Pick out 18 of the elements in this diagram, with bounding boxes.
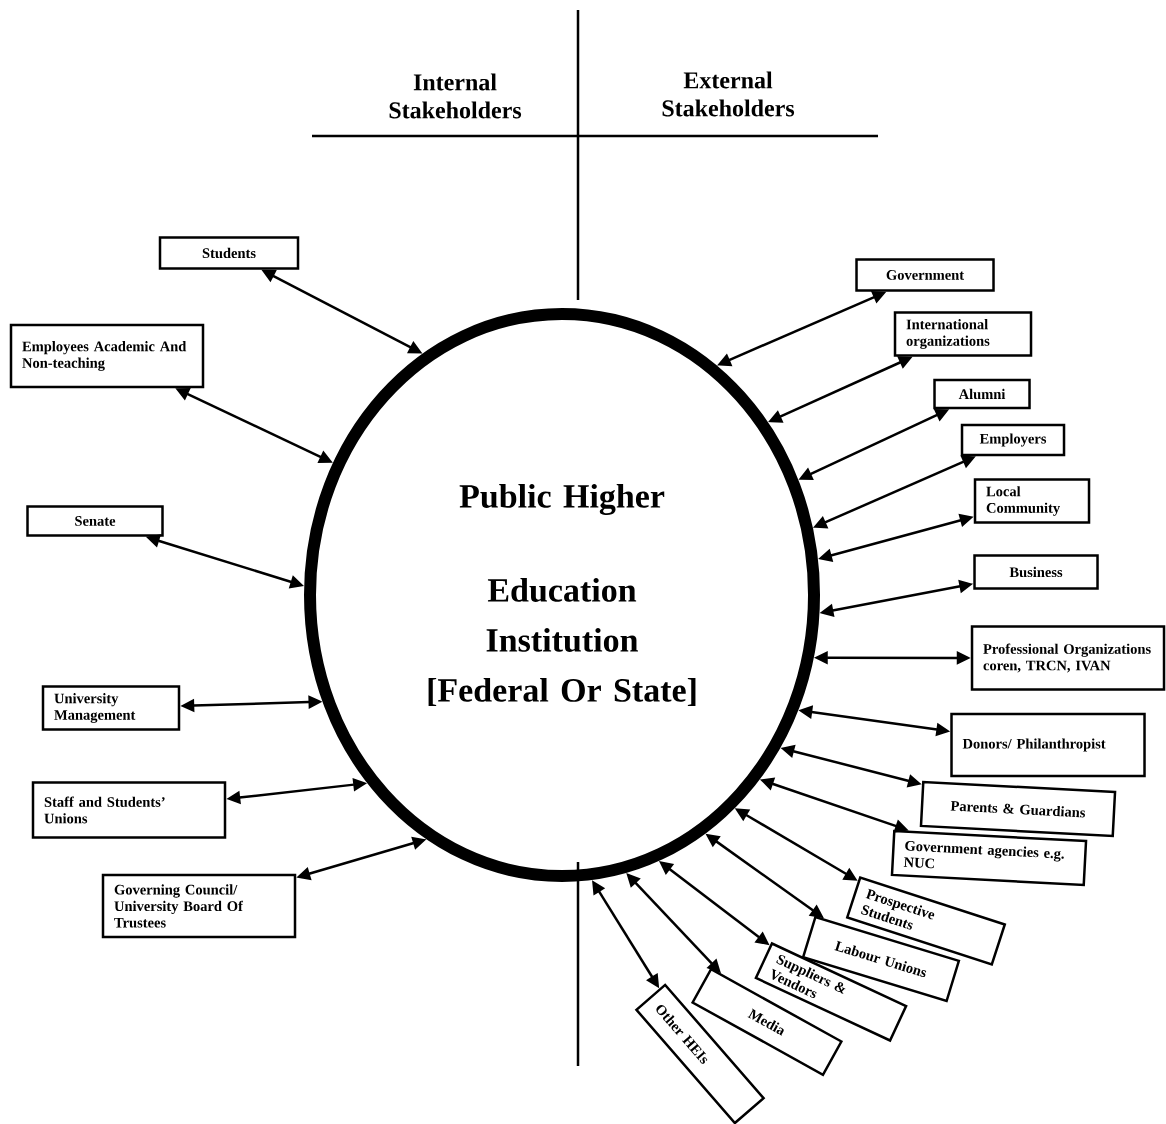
stakeholder-box: Staff and Students’ Unions (31, 781, 227, 839)
stakeholder-box: Government agencies e.g. NUC (890, 829, 1088, 887)
stakeholder-box: Local Community (973, 478, 1091, 524)
stakeholder-box: Students (158, 236, 300, 270)
stakeholder-box: Senate (26, 505, 164, 537)
stakeholder-box: Employees Academic And Non-teaching (9, 323, 205, 389)
stakeholder-box: Donors/ Philanthropist (950, 712, 1146, 778)
stakeholder-box: University Management (41, 685, 181, 731)
stakeholder-box: Business (973, 554, 1099, 590)
stakeholder-box: Professional Organizations coren, TRCN, IVAN (970, 625, 1166, 691)
stakeholder-box: Employers (960, 423, 1066, 457)
stakeholder-box: Government (855, 258, 995, 292)
stakeholder-box: Governing Council/ University Board Of Trustees (101, 873, 297, 939)
stakeholder-box: International organizations (893, 311, 1033, 357)
stakeholder-box: Parents & Guardians (919, 780, 1117, 838)
stakeholder-box: Alumni (933, 378, 1031, 410)
section-heading: External Stakeholders (662, 71, 795, 117)
section-heading: Internal Stakeholders (389, 73, 522, 119)
